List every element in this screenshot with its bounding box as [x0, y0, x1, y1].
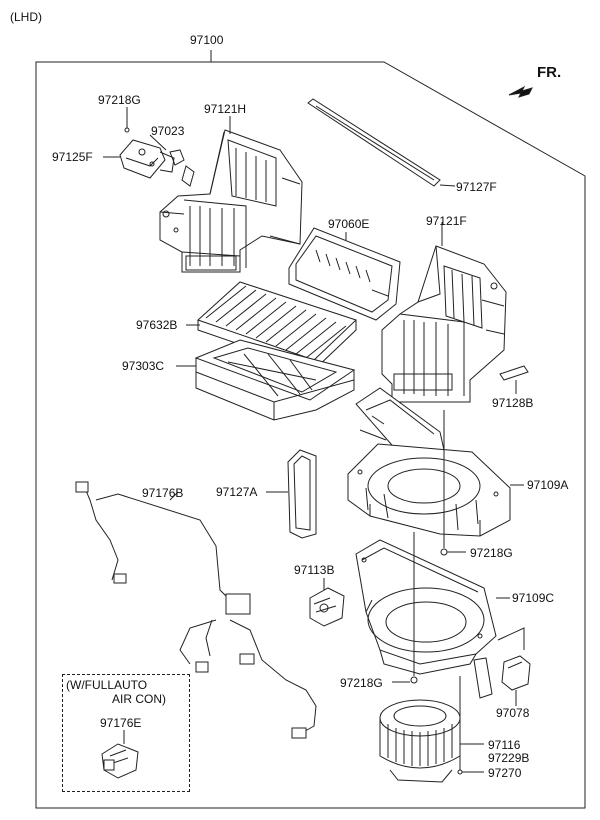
clip-97128B — [499, 365, 529, 381]
part-label-97128B: 97128B — [492, 396, 534, 410]
part-label-97229B: 97229B — [488, 751, 530, 765]
option-label-line1: (W/FULLAUTO — [66, 678, 148, 692]
connector-97176E — [101, 743, 139, 779]
blower-upper-case-97109A — [347, 387, 511, 537]
part-label-97218G-low: 97218G — [340, 676, 383, 690]
sensor-97113B — [309, 587, 345, 627]
part-label-97109C: 97109C — [512, 591, 555, 605]
front-arrow-icon — [508, 85, 533, 98]
part-label-97218G-top: 97218G — [98, 93, 141, 107]
part-label-97023: 97023 — [151, 124, 185, 138]
part-label-97125F: 97125F — [52, 150, 93, 164]
filter-frame-97303C — [194, 339, 356, 421]
assembly-frame — [35, 61, 586, 809]
screw-97270 — [457, 769, 463, 775]
blower-lower-case-97109C — [355, 539, 497, 675]
part-label-97060E: 97060E — [328, 217, 370, 231]
option-label-line2: AIR CON) — [112, 692, 166, 706]
option-box — [62, 674, 190, 792]
part-label-97109A: 97109A — [527, 478, 569, 492]
seal-strip-97127F — [307, 98, 441, 187]
part-label-97116: 97116 — [488, 738, 521, 752]
case-97121H — [159, 129, 303, 273]
front-direction-label: FR. — [537, 64, 562, 81]
wiring-harness-97176B — [75, 481, 317, 739]
part-label-97303C: 97303C — [122, 359, 165, 373]
screw-97218G-top — [124, 127, 130, 133]
part-label-97632B: 97632B — [136, 318, 178, 332]
part-label-97100: 97100 — [190, 33, 224, 47]
variant-label: (LHD) — [10, 10, 42, 24]
part-label-97127F: 97127F — [456, 180, 497, 194]
resistor-97078 — [501, 655, 531, 691]
filter-door-97060E — [288, 227, 401, 321]
gasket-97127A — [287, 449, 317, 539]
part-label-97176B: 97176B — [142, 486, 184, 500]
part-label-97121F: 97121F — [426, 214, 467, 228]
part-label-97127A: 97127A — [216, 485, 258, 499]
blower-motor-97116 — [379, 699, 461, 783]
part-label-97270: 97270 — [488, 766, 522, 780]
actuator-97125F — [119, 139, 175, 179]
case-97121F — [381, 245, 507, 403]
part-label-97113B: 97113B — [294, 563, 335, 577]
part-label-97121H: 97121H — [204, 102, 247, 116]
screw-97218G-mid — [440, 548, 448, 556]
part-label-97078: 97078 — [496, 706, 530, 720]
screw-97218G-low — [410, 676, 418, 684]
part-label-97218G-mid: 97218G — [470, 546, 513, 560]
part-label-97176E: 97176E — [100, 716, 142, 730]
link-97023 — [169, 149, 185, 166]
